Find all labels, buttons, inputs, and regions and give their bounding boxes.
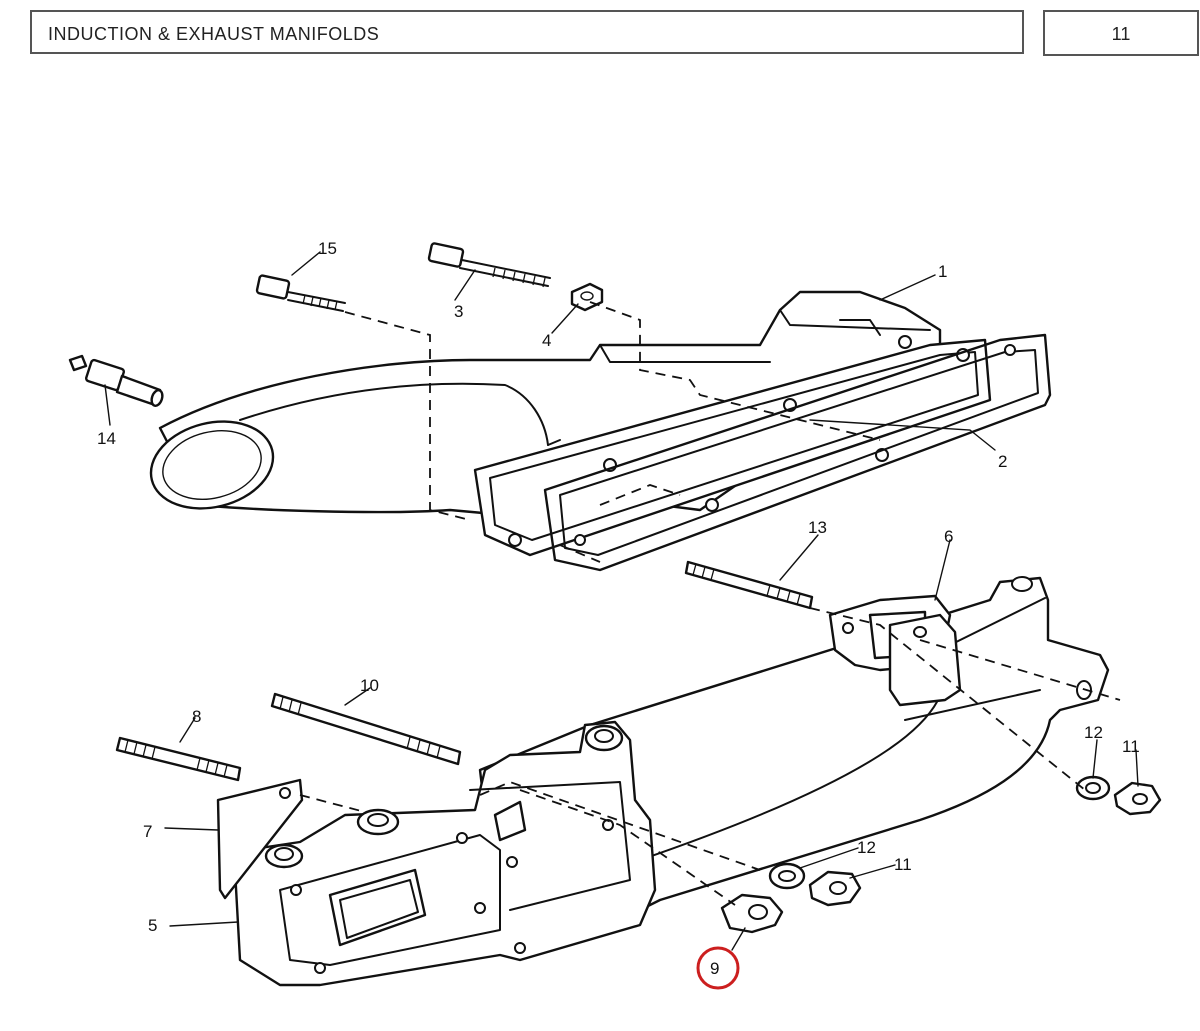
callout-14: 14 bbox=[97, 429, 116, 448]
page-title: INDUCTION & EXHAUST MANIFOLDS bbox=[48, 24, 380, 44]
nut-9 bbox=[720, 893, 784, 934]
callout-10: 10 bbox=[360, 676, 379, 695]
stud-13 bbox=[684, 560, 814, 610]
callout-6: 6 bbox=[944, 527, 953, 546]
bolt-15 bbox=[255, 274, 346, 312]
callout-4: 4 bbox=[542, 331, 551, 350]
callout-5: 5 bbox=[148, 916, 157, 935]
washer-12-right bbox=[1075, 775, 1111, 801]
highlight-circle-9 bbox=[696, 946, 740, 990]
callout-11-lower: 11 bbox=[894, 855, 912, 874]
callout-15: 15 bbox=[318, 239, 337, 258]
callout-12-lower: 12 bbox=[857, 838, 876, 857]
callout-9: 9 bbox=[710, 959, 719, 978]
exhaust-gasket-7 bbox=[216, 778, 304, 900]
page-number: 11 bbox=[1111, 24, 1131, 44]
nut-11-lower bbox=[808, 870, 862, 907]
stud-8 bbox=[115, 736, 242, 782]
washer-12-lower bbox=[768, 862, 806, 890]
stud-10 bbox=[270, 692, 462, 766]
callout-1: 1 bbox=[938, 262, 947, 281]
callout-11-right: 11 bbox=[1122, 737, 1140, 756]
sensor-14 bbox=[68, 354, 164, 407]
callout-8: 8 bbox=[192, 707, 201, 726]
header-title-box: INDUCTION & EXHAUST MANIFOLDS bbox=[30, 10, 1024, 54]
page-number-box: 11 bbox=[1043, 10, 1199, 56]
bolt-3 bbox=[427, 242, 551, 288]
nut-11-right bbox=[1113, 781, 1162, 816]
callout-7: 7 bbox=[143, 822, 152, 841]
exhaust-manifold bbox=[233, 576, 1110, 987]
callout-12-right: 12 bbox=[1084, 723, 1103, 742]
induction-manifold bbox=[149, 290, 992, 557]
callout-2: 2 bbox=[998, 452, 1007, 471]
callout-3: 3 bbox=[454, 302, 463, 321]
callout-13: 13 bbox=[808, 518, 827, 537]
